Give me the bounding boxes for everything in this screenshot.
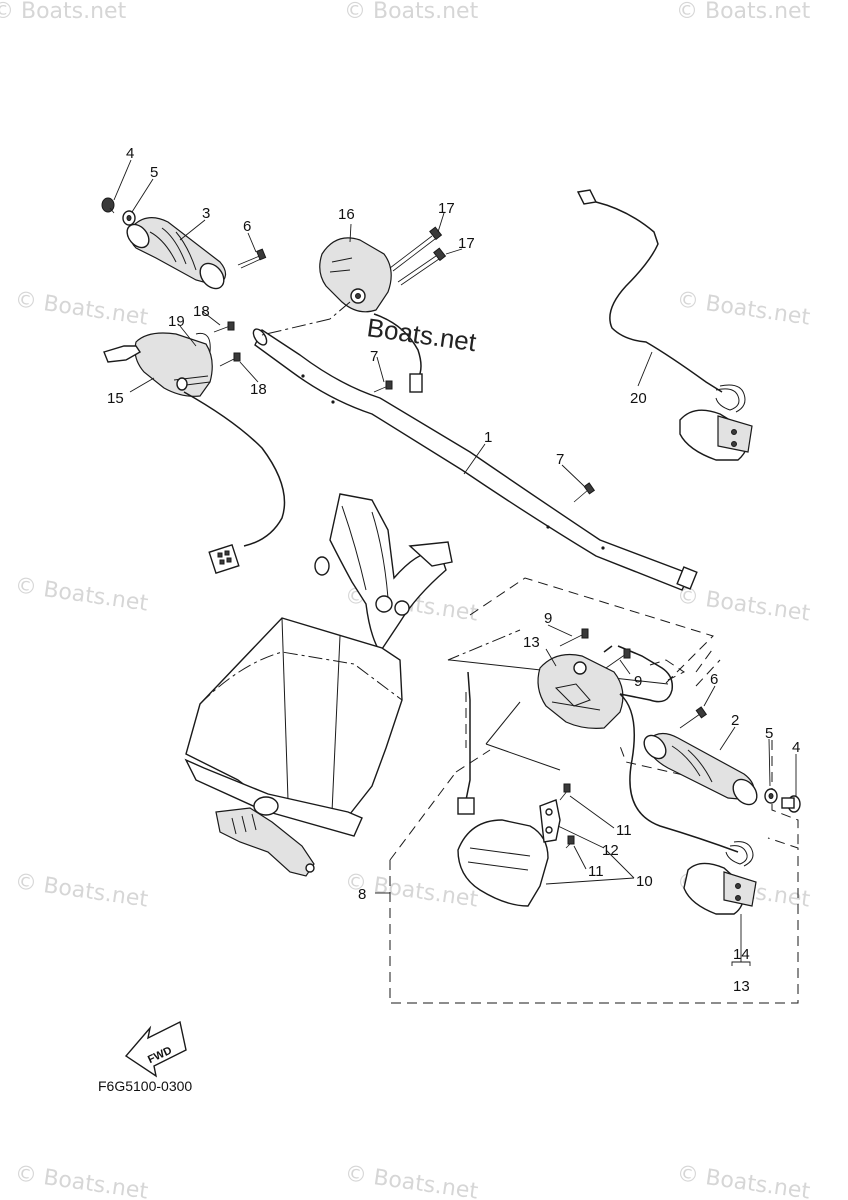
callout-2: 2 xyxy=(731,712,739,729)
switch-unit-13 xyxy=(537,645,674,729)
screw-17-upper xyxy=(389,226,443,272)
callout-4: 4 xyxy=(792,739,800,756)
watermark: © Boats.net xyxy=(343,1161,480,1200)
callout-17: 17 xyxy=(438,200,455,217)
cover-10 xyxy=(457,819,549,907)
watermark: © Boats.net xyxy=(675,583,812,626)
callout-10: 10 xyxy=(636,873,653,890)
callout-13: 13 xyxy=(523,634,540,651)
lanyard-clip-14 xyxy=(683,862,757,915)
callout-13: 13 xyxy=(733,978,750,995)
bolt-4-left xyxy=(101,197,115,214)
watermark: © Boats.net xyxy=(676,0,811,24)
callout-5: 5 xyxy=(150,164,158,181)
screw-9-lower xyxy=(605,648,631,669)
screw-9-upper xyxy=(559,628,589,647)
leader-lines xyxy=(113,159,797,966)
callout-20: 20 xyxy=(630,390,647,407)
kill-switch-connector xyxy=(457,797,475,815)
washer-5-left xyxy=(122,210,136,226)
callout-14: 14 xyxy=(733,946,750,963)
watermark: © Boats.net xyxy=(13,869,150,912)
diagram-code: F6G5100-0300 xyxy=(98,1078,192,1094)
watermark: © Boats.net xyxy=(13,573,150,616)
callout-7: 7 xyxy=(370,348,378,365)
bolt-4-right xyxy=(781,795,801,813)
callout-6: 6 xyxy=(710,671,718,688)
center-watermark: Boats.net xyxy=(365,312,479,357)
switch-housing-16 xyxy=(319,237,392,313)
screw-11-lower xyxy=(565,835,575,849)
screw-6-right xyxy=(679,706,708,729)
watermark: © Boats.net xyxy=(13,287,150,330)
screw-18-lower xyxy=(219,352,241,367)
callout-3: 3 xyxy=(202,205,210,222)
screw-11-upper xyxy=(559,783,571,801)
bracket-12 xyxy=(539,799,561,843)
assembly-lines xyxy=(261,301,799,1004)
callout-4: 4 xyxy=(126,145,134,162)
switch-lead-16 xyxy=(373,313,422,379)
callout-6: 6 xyxy=(243,218,251,235)
handlebar xyxy=(252,328,698,591)
callout-1: 1 xyxy=(484,429,492,446)
kill-switch-lead xyxy=(465,671,471,801)
callout-19: 19 xyxy=(168,313,185,330)
watermark: © Boats.net xyxy=(0,0,127,24)
callout-11: 11 xyxy=(588,863,604,880)
callout-numbers: 4 5 3 6 16 17 17 18 19 18 15 7 20 1 7 9 … xyxy=(107,145,800,995)
watermark: © Boats.net xyxy=(344,0,479,24)
screw-7-lower xyxy=(573,482,596,503)
throttle-cable xyxy=(183,391,286,547)
watermark: © Boats.net xyxy=(675,287,812,330)
callout-9: 9 xyxy=(634,673,642,690)
callout-11: 11 xyxy=(616,822,632,839)
lanyard-wire-13 xyxy=(619,693,754,867)
watermark: © Boats.net xyxy=(13,1161,150,1200)
right-grip xyxy=(643,732,758,806)
washer-5-right xyxy=(764,788,778,804)
callout-18: 18 xyxy=(193,303,210,320)
callout-16: 16 xyxy=(338,206,355,223)
switch-lead-connector xyxy=(409,373,423,393)
fwd-arrow-icon: FWD xyxy=(124,1020,187,1078)
callout-18: 18 xyxy=(250,381,267,398)
screw-18-upper xyxy=(213,321,235,333)
callout-8: 8 xyxy=(358,886,366,903)
throttle-housing xyxy=(103,332,213,397)
connector-left xyxy=(208,543,240,575)
callout-15: 15 xyxy=(107,390,124,407)
screw-17-lower xyxy=(397,247,447,286)
callout-9: 9 xyxy=(544,610,552,627)
screw-7-upper xyxy=(373,380,393,393)
lanyard-20 xyxy=(576,189,753,461)
screw-6-left xyxy=(237,248,267,269)
watermark: © Boats.net xyxy=(675,1161,812,1200)
callout-17: 17 xyxy=(458,235,475,252)
callout-5: 5 xyxy=(765,725,773,742)
steering-column xyxy=(184,493,453,877)
callout-12: 12 xyxy=(602,842,619,859)
left-grip xyxy=(126,217,227,290)
callout-7: 7 xyxy=(556,451,564,468)
